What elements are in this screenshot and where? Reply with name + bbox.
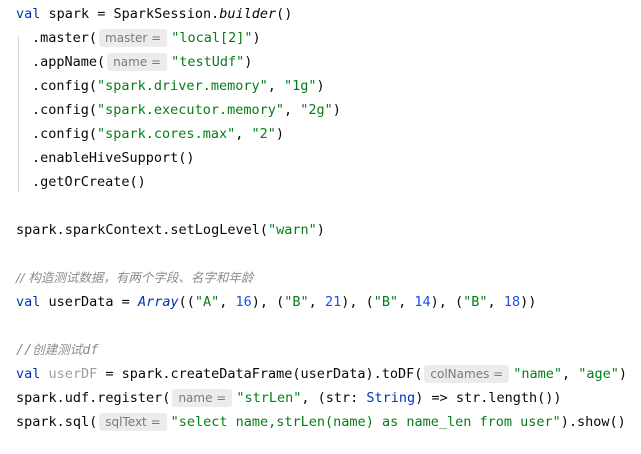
- code-text: .appName(: [32, 54, 106, 70]
- code-text: userData =: [40, 294, 138, 310]
- code-line-6[interactable]: .config("spark.cores.max", "2"): [32, 122, 284, 146]
- string-literal: "spark.cores.max": [97, 126, 236, 142]
- keyword: val: [16, 294, 41, 310]
- string-literal: "local[2]": [171, 30, 253, 46]
- method-name: builder: [219, 6, 277, 22]
- code-line-1[interactable]: val spark = SparkSession.builder(): [16, 2, 292, 26]
- string-literal: "select name,strLen(name) as name_len fr…: [170, 414, 561, 430]
- code-text: ,: [487, 294, 504, 310]
- code-text: ,: [219, 294, 236, 310]
- string-literal: "1g": [283, 78, 317, 94]
- number-literal: 16: [235, 294, 252, 310]
- code-line-5[interactable]: .config("spark.executor.memory", "2g"): [32, 98, 341, 122]
- code-text: ((: [178, 294, 195, 310]
- parameter-hint: sqlText =: [99, 413, 167, 431]
- parameter-hint: name =: [107, 53, 168, 71]
- code-text: .config(: [32, 126, 98, 142]
- code-text: ): [252, 30, 261, 46]
- parameter-hint: colNames =: [424, 365, 510, 383]
- code-text: spark = SparkSession.: [40, 6, 220, 22]
- code-line-11[interactable]: val userData = Array(("A", 16), ("B", 21…: [16, 290, 536, 314]
- code-text: .getOrCreate(): [32, 174, 146, 190]
- code-text: ): [275, 126, 284, 142]
- string-literal: "2": [251, 126, 276, 142]
- code-comment[interactable]: //创建测试df: [16, 338, 99, 362]
- code-text: ,: [398, 294, 415, 310]
- type-name: Array: [137, 294, 179, 310]
- string-literal: "testUdf": [171, 54, 245, 70]
- string-literal: "spark.driver.memory": [97, 78, 268, 94]
- code-text: ).show(): [560, 414, 626, 430]
- code-text: ) => str.length()): [415, 390, 562, 406]
- code-text: ), (: [251, 294, 285, 310]
- code-line-14[interactable]: spark.udf.register(name ="strLen", (str:…: [16, 386, 562, 410]
- code-text: .master(: [32, 30, 98, 46]
- indent-guide: [18, 36, 19, 192]
- code-text: spark.sql(: [16, 414, 98, 430]
- string-literal: "name": [513, 366, 562, 382]
- code-line-9[interactable]: spark.sparkContext.setLogLevel("warn"): [16, 218, 325, 242]
- code-line-15[interactable]: spark.sql(sqlText ="select name,strLen(n…: [16, 410, 626, 434]
- number-literal: 18: [503, 294, 521, 310]
- code-text: ): [316, 78, 325, 94]
- code-text: (): [276, 6, 293, 22]
- code-text: .config(: [32, 78, 98, 94]
- code-text: ,: [283, 102, 301, 118]
- code-text: ,: [267, 78, 284, 94]
- code-line-7[interactable]: .enableHiveSupport(): [32, 146, 195, 170]
- string-literal: "B": [463, 294, 488, 310]
- code-text: ), (: [430, 294, 464, 310]
- code-line-2[interactable]: .master(master ="local[2]"): [32, 26, 261, 50]
- number-literal: 14: [414, 294, 431, 310]
- string-literal: "strLen": [236, 390, 302, 406]
- parameter-hint: name =: [172, 389, 233, 407]
- string-literal: "A": [194, 294, 220, 310]
- code-text: ,: [561, 366, 579, 382]
- code-text: ,: [308, 294, 325, 310]
- keyword: val: [16, 366, 41, 382]
- string-literal: "B": [373, 294, 399, 310]
- code-text: spark.sparkContext.setLogLevel(: [16, 222, 268, 238]
- code-text: .enableHiveSupport(): [32, 150, 195, 166]
- code-text: ,: [235, 126, 252, 142]
- code-line-13[interactable]: val userDF = spark.createDataFrame(userD…: [16, 362, 627, 386]
- number-literal: 21: [324, 294, 342, 310]
- code-text: .config(: [32, 102, 98, 118]
- string-literal: "2g": [300, 102, 333, 118]
- string-literal: "spark.executor.memory": [97, 102, 284, 118]
- code-text: ): [316, 222, 325, 238]
- code-text: , (str:: [301, 390, 367, 406]
- code-text: ): [332, 102, 341, 118]
- code-line-8[interactable]: .getOrCreate(): [32, 170, 146, 194]
- string-literal: "warn": [267, 222, 317, 238]
- string-literal: "age": [578, 366, 619, 382]
- comment-slashes: //: [16, 342, 33, 358]
- code-text: )): [520, 294, 537, 310]
- code-comment[interactable]: // 构造测试数据，有两个字段、名字和年龄: [16, 266, 253, 290]
- comment-text: df: [82, 342, 99, 358]
- unused-variable: userDF: [40, 366, 98, 382]
- keyword: val: [16, 6, 41, 22]
- code-text: = spark.createDataFrame(userData).toDF(: [97, 366, 423, 382]
- comment-text: // 构造测试数据，有两个字段、名字和年龄: [16, 270, 254, 285]
- code-line-4[interactable]: .config("spark.driver.memory", "1g"): [32, 74, 325, 98]
- string-literal: "B": [284, 294, 309, 310]
- parameter-hint: master =: [99, 29, 168, 47]
- code-text: ): [244, 54, 253, 70]
- code-text: ): [618, 366, 628, 382]
- type-name: String: [366, 390, 416, 406]
- code-text: ), (: [341, 294, 374, 310]
- code-line-3[interactable]: .appName(name ="testUdf"): [32, 50, 252, 74]
- comment-text: 创建测试: [32, 342, 83, 357]
- code-text: spark.udf.register(: [16, 390, 171, 406]
